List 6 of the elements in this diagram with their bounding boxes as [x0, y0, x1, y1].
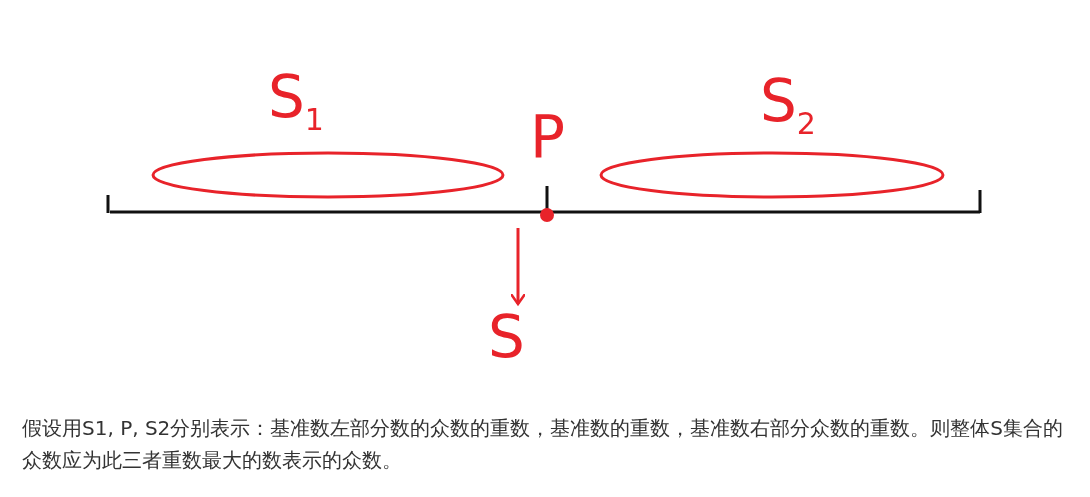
arrow	[509, 228, 527, 306]
set-label: S$_{2}$	[760, 72, 816, 139]
set-label: S$_{1}$	[268, 68, 324, 135]
set-label: S	[488, 308, 525, 366]
set-label: P	[530, 108, 565, 166]
caption: 假设用S1, P, S2分别表示：基准数左部分数的众数的重数，基准数的重数，基准数右部分众数的重数。则整体S集合的众数应为此三者重数最大的数表示的众数。	[22, 415, 1065, 474]
